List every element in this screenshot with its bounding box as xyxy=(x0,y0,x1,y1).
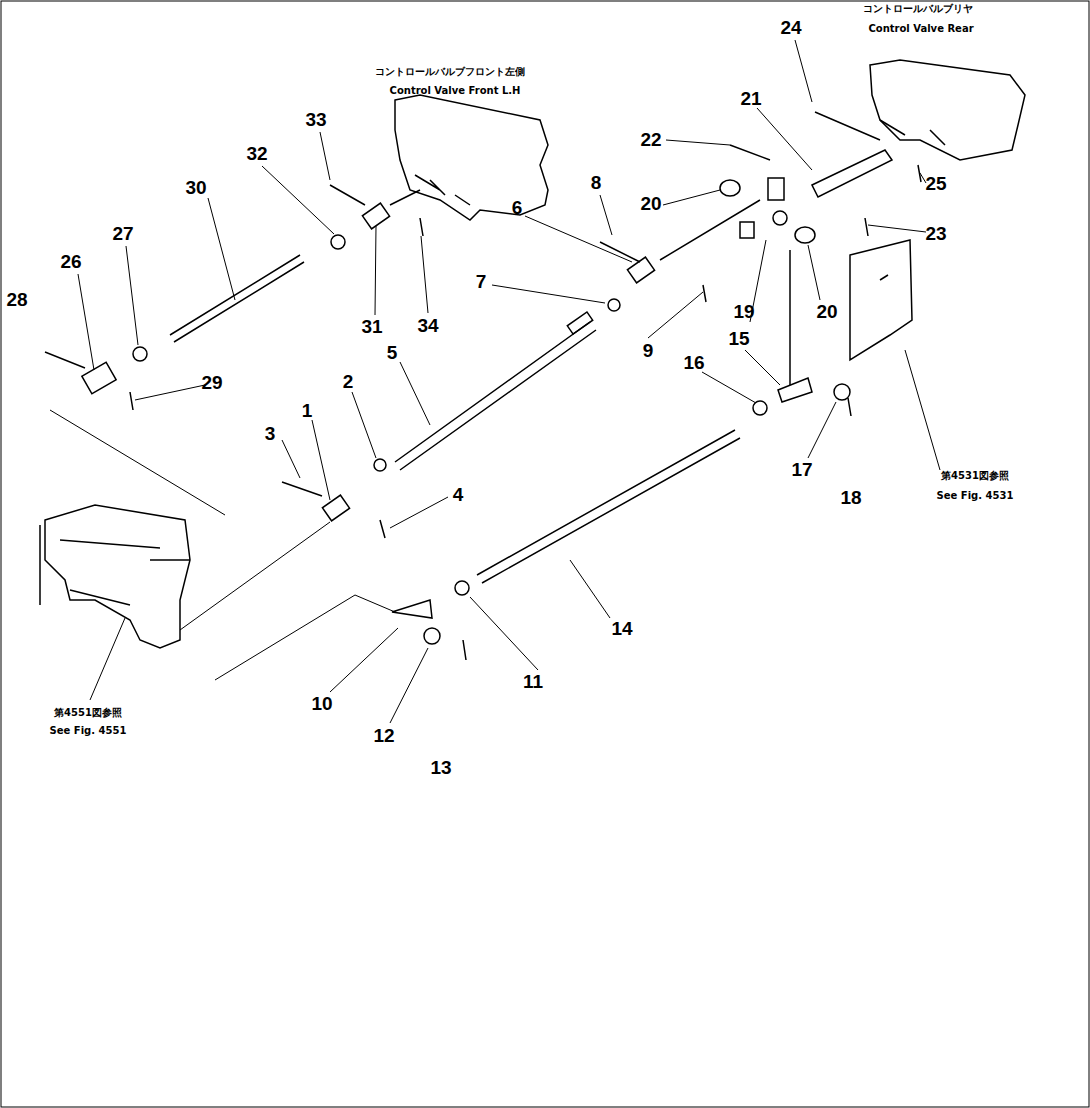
callout-number: 19 xyxy=(733,302,754,321)
note-text: コントロールバルブフロント左側 xyxy=(375,67,525,77)
callout-number: 8 xyxy=(591,173,602,192)
callout-number: 33 xyxy=(305,110,326,129)
callout-number: 4 xyxy=(453,485,464,504)
callout-number: 16 xyxy=(683,353,704,372)
callout-number: 25 xyxy=(925,174,946,193)
callout-number: 13 xyxy=(430,758,451,777)
callout-number: 6 xyxy=(512,198,523,217)
callout-number: 10 xyxy=(311,694,332,713)
callout-number: 29 xyxy=(201,373,222,392)
callout-number: 18 xyxy=(840,488,861,507)
callout-number: 5 xyxy=(387,343,398,362)
note-text: Control Valve Rear xyxy=(868,24,973,34)
note-text: 第4531図参照 xyxy=(941,471,1009,481)
callout-number: 17 xyxy=(791,460,812,479)
callout-number: 26 xyxy=(60,252,81,271)
callout-number: 24 xyxy=(780,18,801,37)
callout-number: 30 xyxy=(185,178,206,197)
note-text: See Fig. 4531 xyxy=(937,491,1014,501)
callout-number: 11 xyxy=(523,672,543,691)
callout-number: 2 xyxy=(343,372,354,391)
callout-number: 34 xyxy=(417,316,438,335)
callout-number: 22 xyxy=(640,130,661,149)
callout-number: 23 xyxy=(925,224,946,243)
note-text: 第4551図参照 xyxy=(54,708,122,718)
callout-number: 1 xyxy=(302,401,313,420)
callout-number: 9 xyxy=(643,341,654,360)
callout-number: 7 xyxy=(476,272,487,291)
callout-number: 20 xyxy=(816,302,837,321)
callout-number: 27 xyxy=(112,224,133,243)
callout-number: 3 xyxy=(265,424,276,443)
note-text: Control Valve Front L.H xyxy=(390,86,521,96)
callout-number: 20 xyxy=(640,194,661,213)
callout-number: 28 xyxy=(6,290,27,309)
note-text: See Fig. 4551 xyxy=(50,726,127,736)
callout-number: 21 xyxy=(740,89,761,108)
callout-number: 14 xyxy=(611,619,632,638)
callout-number: 12 xyxy=(373,726,394,745)
callout-number: 31 xyxy=(361,317,382,336)
callout-number: 15 xyxy=(728,329,749,348)
note-text: コントロールバルブリヤ xyxy=(863,4,973,14)
callout-number: 32 xyxy=(246,144,267,163)
